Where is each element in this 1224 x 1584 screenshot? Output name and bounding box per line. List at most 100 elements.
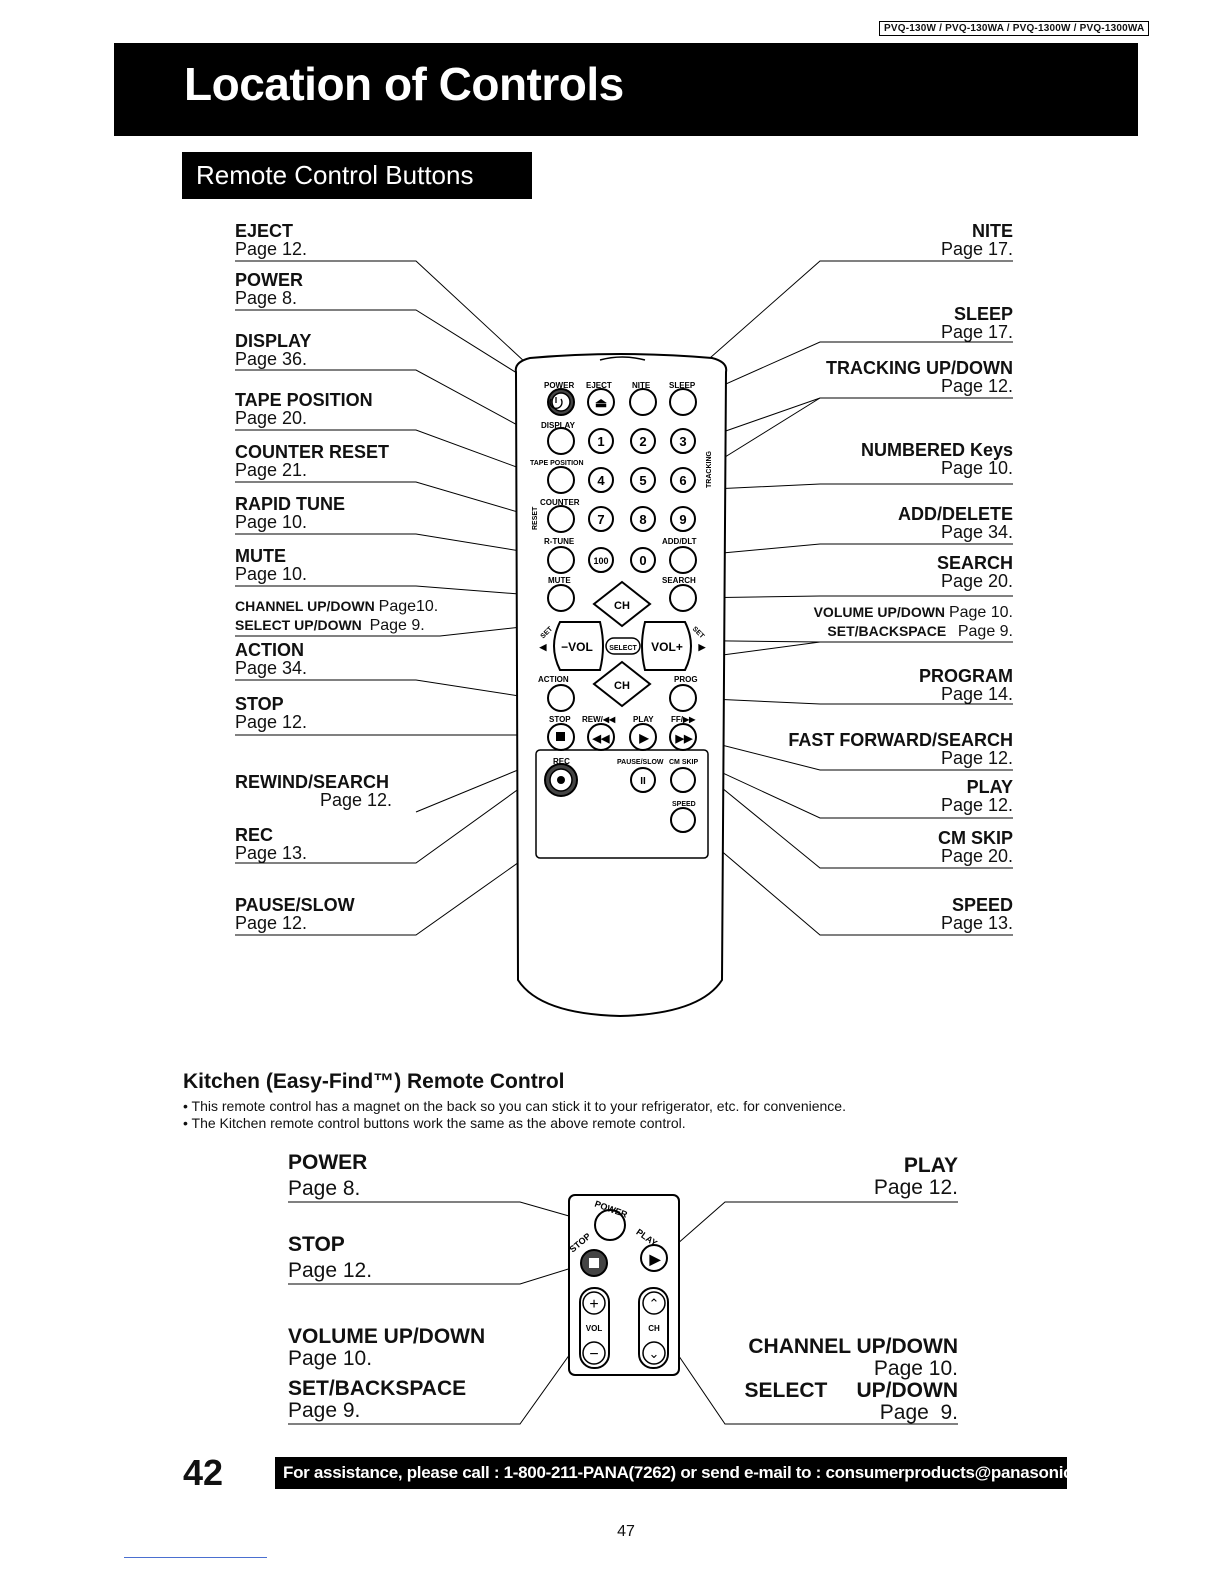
- remote-search-label: SEARCH: [662, 576, 696, 585]
- remote-key-9[interactable]: [670, 506, 696, 532]
- eject-icon: ⏏: [595, 395, 607, 410]
- remote-vol-plus-label: VOL+: [651, 640, 683, 654]
- digit-7: 7: [597, 512, 604, 527]
- remote-tape-position-button[interactable]: [547, 466, 575, 494]
- remote-display-button[interactable]: [547, 427, 575, 455]
- remote-key-5[interactable]: [630, 467, 656, 493]
- page-number: 42: [183, 1452, 224, 1493]
- remote-speed-button[interactable]: [670, 807, 696, 833]
- remote-nite-button[interactable]: [629, 388, 657, 416]
- digit-3: 3: [679, 434, 686, 449]
- remote-pause-slow-button[interactable]: [630, 767, 656, 793]
- digit-5: 5: [639, 473, 646, 488]
- remote-counter-label: COUNTER: [540, 498, 580, 507]
- chevron-down-icon: ⌄: [649, 1346, 660, 1361]
- page-title: Location of Controls: [184, 58, 624, 110]
- remote-tape-position-label: TAPE POSITION: [530, 460, 584, 467]
- digit-4: 4: [597, 473, 605, 488]
- section-heading-box: [182, 152, 532, 199]
- fast-forward-icon: ▶▶: [675, 733, 693, 745]
- digit-9: 9: [679, 512, 686, 527]
- remote-eject-button[interactable]: [587, 388, 615, 416]
- remote-key-100[interactable]: [588, 547, 614, 573]
- remote-key-1[interactable]: [588, 428, 614, 454]
- remote-select-button[interactable]: [605, 637, 641, 655]
- remote-key-8[interactable]: [630, 506, 656, 532]
- remote-rtune-button[interactable]: [547, 546, 575, 574]
- remote-ch-label-bottom: CH: [614, 680, 630, 692]
- remote-key-7[interactable]: [588, 506, 614, 532]
- remote-speed-label: SPEED: [672, 801, 696, 808]
- remote-nite-label: NITE: [632, 381, 651, 390]
- remote-vol-up-button[interactable]: [641, 621, 692, 671]
- remote-ff-button[interactable]: [669, 723, 697, 751]
- kitchen-play-icon: ▶: [649, 1251, 662, 1267]
- kitchen-vol-label: VOL: [586, 1324, 603, 1333]
- remote-add-dlt-button[interactable]: [669, 546, 697, 574]
- remote-key-2[interactable]: [630, 428, 656, 454]
- digit-100: 100: [593, 556, 608, 566]
- remote-action-label: ACTION: [538, 675, 569, 684]
- remote-vol-down-button[interactable]: [553, 621, 604, 671]
- digit-6: 6: [679, 473, 686, 488]
- remote-key-0[interactable]: [630, 547, 656, 573]
- remote-key-6[interactable]: [670, 467, 696, 493]
- kitchen-power-button[interactable]: [594, 1209, 626, 1241]
- kitchen-play-button[interactable]: [640, 1244, 668, 1272]
- remote-key-3[interactable]: [670, 428, 696, 454]
- record-icon: [557, 776, 565, 784]
- chevron-up-icon: ⌃: [649, 1296, 660, 1311]
- remote-search-button[interactable]: [669, 584, 697, 612]
- title-bar: [114, 43, 1138, 136]
- plus-icon: +: [589, 1296, 598, 1313]
- remote-prog-button[interactable]: [669, 684, 697, 712]
- remote-ch-down-button[interactable]: [592, 660, 652, 708]
- kitchen-note: • This remote control has a magnet on th…: [183, 1098, 846, 1114]
- assistance-text: For assistance, please call : 1-800-211-…: [283, 1463, 1111, 1482]
- remote-ch-label-top: CH: [614, 600, 630, 612]
- remote-play-label: PLAY: [633, 715, 654, 724]
- remote-mute-button[interactable]: [547, 584, 575, 612]
- pdf-page-number: 47: [617, 1523, 635, 1540]
- remote-counter-reset-button[interactable]: [547, 505, 575, 533]
- kitchen-stop-icon: [589, 1258, 599, 1268]
- rewind-icon: ◀◀: [592, 733, 610, 745]
- stop-icon: [556, 732, 565, 741]
- remote-sleep-button[interactable]: [669, 388, 697, 416]
- remote-stop-label: STOP: [549, 715, 571, 724]
- remote-rew-button[interactable]: [587, 723, 615, 751]
- minus-icon: −: [589, 1346, 598, 1363]
- label-channel-select: CHANNEL UP/DOWN Page10. SELECT UP/DOWN P…: [235, 598, 439, 634]
- remote-action-button[interactable]: [547, 684, 575, 712]
- remote-sleep-label: SLEEP: [669, 381, 696, 390]
- kitchen-remote-heading: Kitchen (Easy-Find™) Remote Control: [183, 1070, 565, 1093]
- remote-cm-skip-button[interactable]: [670, 767, 696, 793]
- remote-key-4[interactable]: [588, 467, 614, 493]
- right-arrow-icon: ▶: [698, 642, 707, 652]
- remote-ch-up-button[interactable]: [592, 580, 652, 628]
- remote-display-label: DISPLAY: [541, 421, 576, 430]
- remote-play-button[interactable]: [629, 723, 657, 751]
